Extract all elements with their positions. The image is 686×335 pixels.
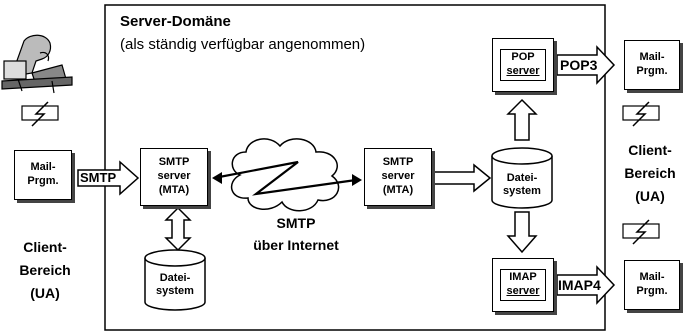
client-label-line1: Client- <box>23 239 67 255</box>
smtp-server-line1: SMTP <box>382 156 414 169</box>
pop-server-inner: POP server <box>500 49 546 81</box>
datei-to-imap-arrow <box>506 211 538 254</box>
link-arrowhead-right <box>352 174 362 186</box>
mail-prgm-line1: Mail- <box>30 161 56 174</box>
internet-label-line2: über Internet <box>253 237 339 253</box>
mail-prgm-line2: Prgm. <box>27 175 59 187</box>
imap4-protocol-label: IMAP4 <box>558 277 601 293</box>
datei-line2: system <box>503 184 541 197</box>
datei-system-center-label: Datei- system <box>495 172 549 197</box>
smtp-server-line3: (MTA) <box>158 183 190 196</box>
client-area-label-left: Client- Bereich (UA) <box>10 236 80 305</box>
user-computer-icon <box>1 34 73 94</box>
link-arrowhead-left <box>212 172 222 184</box>
client-mail-program-right-top[interactable]: Mail- Prgm. <box>624 40 680 90</box>
smtp-datei-double-arrow <box>164 206 192 252</box>
server-domain-title: Server-Domäne <box>120 13 231 30</box>
smtp-server-line3: (MTA) <box>382 183 414 196</box>
datei-cylinder-center <box>491 147 553 209</box>
smtp-server-line2: server <box>157 170 191 183</box>
client-label-line3: (UA) <box>30 285 60 301</box>
client-mail-program-left[interactable]: Mail- Prgm. <box>14 150 72 200</box>
datei-cylinder-left <box>144 249 206 311</box>
client-label-line3: (UA) <box>635 188 665 204</box>
server-domain-frame <box>104 4 606 331</box>
smtp-protocol-label: SMTP <box>80 170 117 185</box>
smtp-server-left[interactable]: SMTP server (MTA) <box>140 148 208 206</box>
internet-label-line1: SMTP <box>276 215 316 231</box>
smtp-to-datei-arrow <box>431 163 492 193</box>
network-icon-right-bottom <box>622 219 660 245</box>
imap-server-line2: server <box>506 285 540 297</box>
pop-server[interactable]: POP server <box>492 38 554 92</box>
internet-link <box>213 160 357 196</box>
internet-cloud <box>230 138 340 212</box>
internet-label: SMTP über Internet <box>236 212 356 256</box>
server-domain-subtitle: (als ständig verfügbar angenommen) <box>120 36 366 53</box>
imap-server[interactable]: IMAP server <box>492 258 554 312</box>
datei-line1: Datei- <box>159 272 191 284</box>
client-area-label-right: Client- Bereich (UA) <box>614 139 686 208</box>
mail-prgm-line1: Mail- <box>639 271 665 284</box>
smtp-server-line2: server <box>381 170 415 183</box>
datei-to-pop-arrow <box>506 98 538 141</box>
datei-line1: Datei- <box>506 172 538 184</box>
smtp-server-line1: SMTP <box>158 156 190 169</box>
imap-server-line1: IMAP <box>509 271 537 284</box>
datei-line2: system <box>156 284 194 297</box>
network-icon-left <box>21 101 59 127</box>
pop3-arrow <box>556 45 616 85</box>
smtp-arrow <box>77 160 140 196</box>
mail-prgm-line2: Prgm. <box>636 65 668 77</box>
network-icon-right-top <box>622 101 660 127</box>
mail-prgm-line2: Prgm. <box>636 285 668 297</box>
pop-server-line2: server <box>506 65 540 77</box>
pop-server-line1: POP <box>511 51 535 64</box>
mail-prgm-line1: Mail- <box>639 51 665 64</box>
smtp-server-right[interactable]: SMTP server (MTA) <box>364 148 432 206</box>
client-label-line1: Client- <box>628 142 672 158</box>
datei-system-left-label: Datei- system <box>148 272 202 297</box>
client-label-line2: Bereich <box>19 262 71 278</box>
imap-server-inner: IMAP server <box>500 269 546 301</box>
pop3-protocol-label: POP3 <box>560 57 598 73</box>
client-label-line2: Bereich <box>624 165 676 181</box>
imap4-arrow <box>556 265 616 305</box>
client-mail-program-right-bottom[interactable]: Mail- Prgm. <box>624 260 680 310</box>
